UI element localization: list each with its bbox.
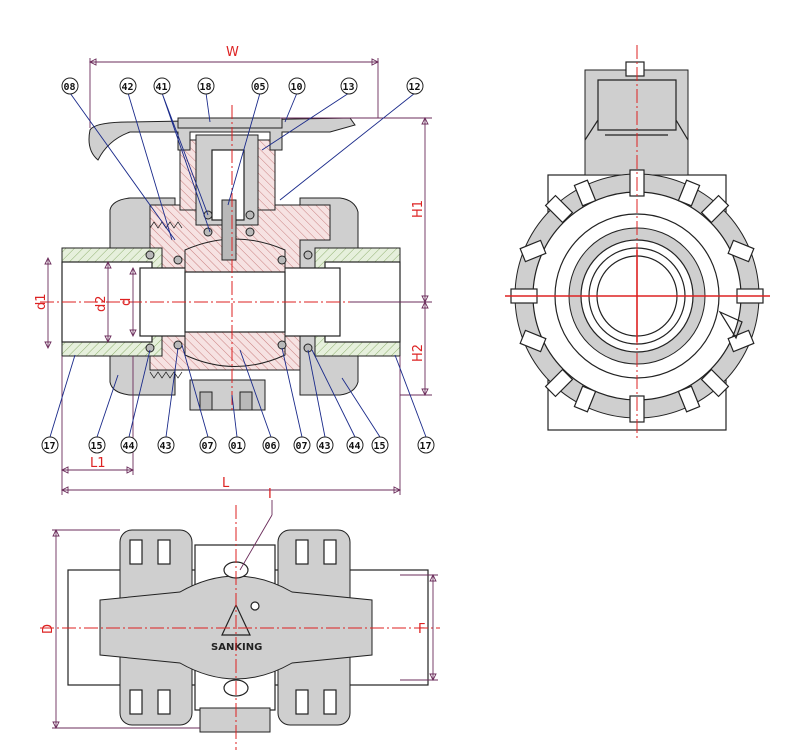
dim-F-label: F bbox=[418, 622, 425, 637]
callout-07-left: 07 bbox=[199, 436, 217, 454]
svg-text:17: 17 bbox=[420, 441, 432, 452]
callout-12: 12 bbox=[406, 77, 424, 95]
callout-17-right: 17 bbox=[417, 436, 435, 454]
svg-text:12: 12 bbox=[409, 82, 421, 93]
callout-17-left: 17 bbox=[41, 436, 59, 454]
callout-44-right: 44 bbox=[346, 436, 364, 454]
callout-15-left: 15 bbox=[88, 436, 106, 454]
callout-42: 42 bbox=[119, 77, 137, 95]
svg-text:44: 44 bbox=[123, 441, 135, 452]
svg-text:42: 42 bbox=[122, 82, 134, 93]
callouts-top: 08 42 41 18 05 10 13 12 bbox=[61, 77, 424, 95]
callout-05: 05 bbox=[251, 77, 269, 95]
svg-text:07: 07 bbox=[296, 441, 308, 452]
callout-10: 10 bbox=[288, 77, 306, 95]
dim-d2-label: d2 bbox=[94, 295, 109, 312]
callout-08: 08 bbox=[61, 77, 79, 95]
callout-43-right: 43 bbox=[316, 436, 334, 454]
svg-text:06: 06 bbox=[265, 441, 277, 452]
dim-w-label: W bbox=[226, 45, 239, 60]
dim-h2-label: H2 bbox=[411, 344, 426, 362]
callout-41: 41 bbox=[153, 77, 171, 95]
end-view bbox=[505, 45, 770, 440]
svg-text:10: 10 bbox=[291, 82, 303, 93]
svg-text:05: 05 bbox=[254, 82, 266, 93]
top-view: SANKING bbox=[40, 505, 440, 750]
callout-07-right: 07 bbox=[293, 436, 311, 454]
callouts-bottom: 17 15 44 43 07 01 06 07 43 44 15 17 bbox=[41, 436, 435, 454]
top-view-dimensions: D F I bbox=[41, 487, 438, 730]
svg-text:44: 44 bbox=[349, 441, 361, 452]
callout-01: 01 bbox=[228, 436, 246, 454]
svg-text:15: 15 bbox=[91, 441, 103, 452]
callout-15-right: 15 bbox=[371, 436, 389, 454]
dim-l1-label: L1 bbox=[90, 456, 106, 471]
dim-d-label: d bbox=[119, 298, 134, 306]
callout-06: 06 bbox=[262, 436, 280, 454]
svg-text:43: 43 bbox=[319, 441, 331, 452]
svg-text:07: 07 bbox=[202, 441, 214, 452]
section-view bbox=[40, 105, 410, 412]
dim-I-label: I bbox=[268, 487, 272, 502]
section-dimensions: W H1 H2 d1 d2 d L1 L bbox=[34, 45, 432, 495]
svg-text:43: 43 bbox=[160, 441, 172, 452]
svg-text:13: 13 bbox=[343, 82, 355, 93]
callout-43-left: 43 bbox=[157, 436, 175, 454]
dim-d1-label: d1 bbox=[34, 293, 49, 310]
svg-text:17: 17 bbox=[44, 441, 56, 452]
svg-text:15: 15 bbox=[374, 441, 386, 452]
callout-13: 13 bbox=[340, 77, 358, 95]
callout-18: 18 bbox=[197, 77, 215, 95]
svg-text:41: 41 bbox=[156, 82, 168, 93]
nut-ribs-left bbox=[129, 539, 171, 715]
svg-text:01: 01 bbox=[231, 441, 243, 452]
svg-text:08: 08 bbox=[64, 82, 76, 93]
dim-l-label: L bbox=[222, 476, 230, 491]
callout-44-left: 44 bbox=[120, 436, 138, 454]
dim-h1-label: H1 bbox=[411, 200, 426, 218]
nut-ribs-right bbox=[295, 539, 337, 715]
brand-label: SANKING bbox=[211, 642, 262, 653]
dim-D-label: D bbox=[41, 624, 56, 634]
callout-leaders bbox=[49, 92, 427, 438]
svg-text:18: 18 bbox=[200, 82, 212, 93]
